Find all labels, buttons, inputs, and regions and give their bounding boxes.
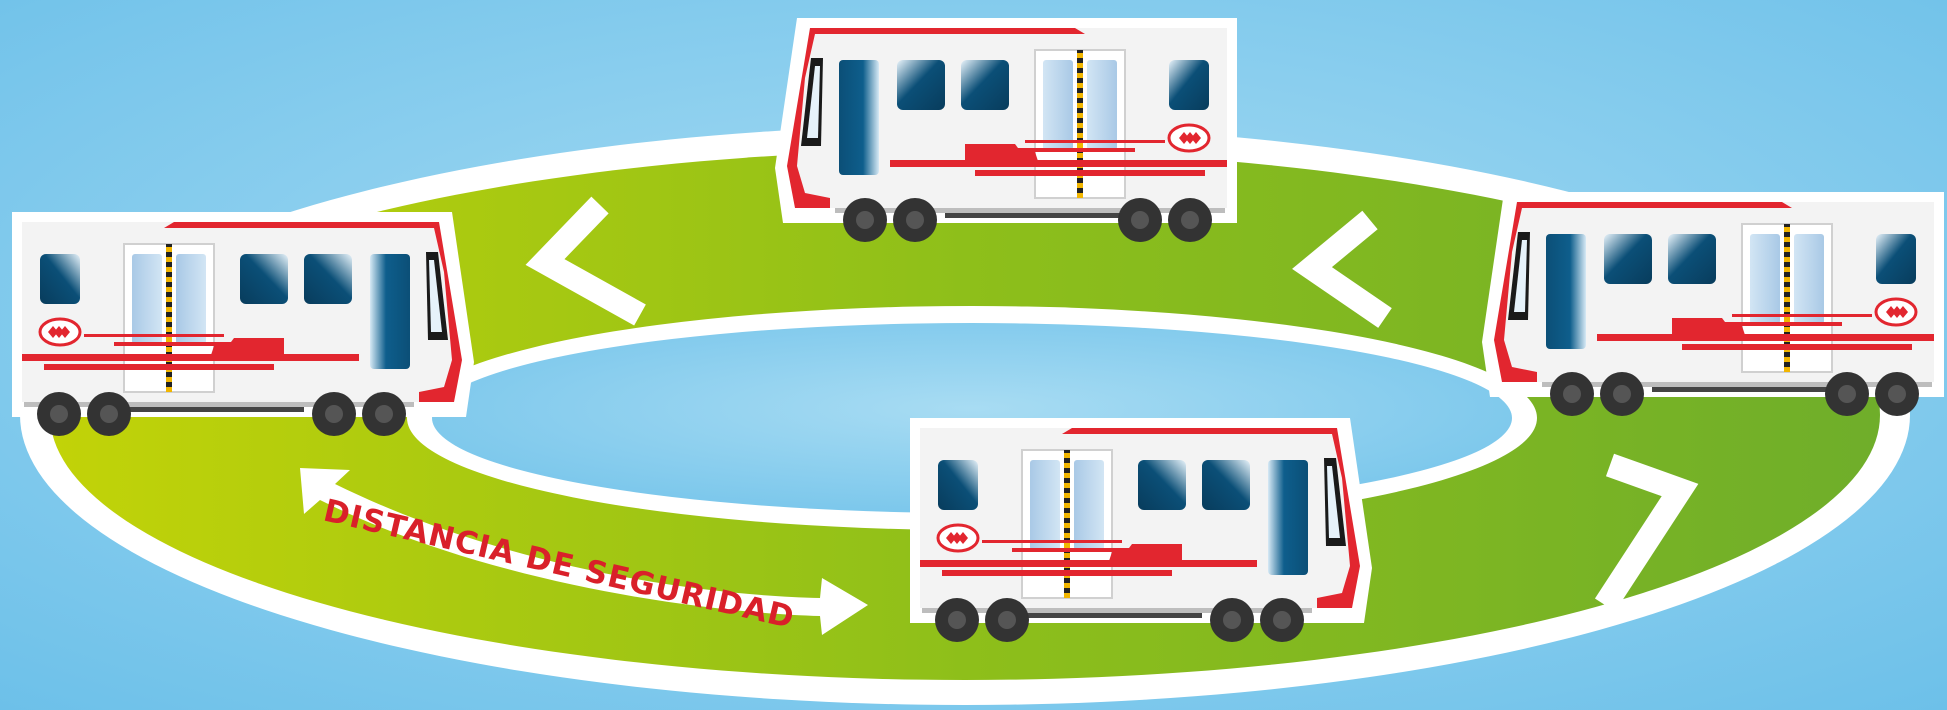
train-right [1480,190,1946,418]
train-bottom [910,418,1372,642]
train-top [773,16,1239,244]
direction-chevrons [525,196,1699,612]
distance-arrow [300,468,868,635]
train-left [12,212,474,436]
